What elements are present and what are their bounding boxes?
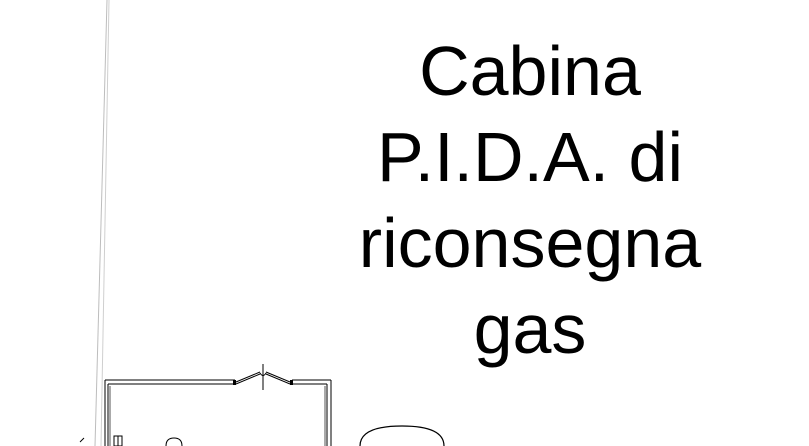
title-line-3: riconsegna [358,204,702,282]
wall-end-cap [233,380,236,385]
title-line-2: P.I.D.A. di [376,118,684,196]
cabin-title: Cabina P.I.D.A. di riconsegna gas [300,28,760,372]
door-symbol [235,364,291,390]
reference-line [100,0,110,446]
wall-end-cap [290,380,293,385]
fixture-symbol [79,435,123,446]
reference-line [94,0,108,446]
tank-symbol [359,425,445,446]
title-line-1: Cabina [419,32,641,110]
cabin-walls [104,379,332,446]
valve-symbol [165,437,183,446]
title-line-4: gas [473,290,587,368]
